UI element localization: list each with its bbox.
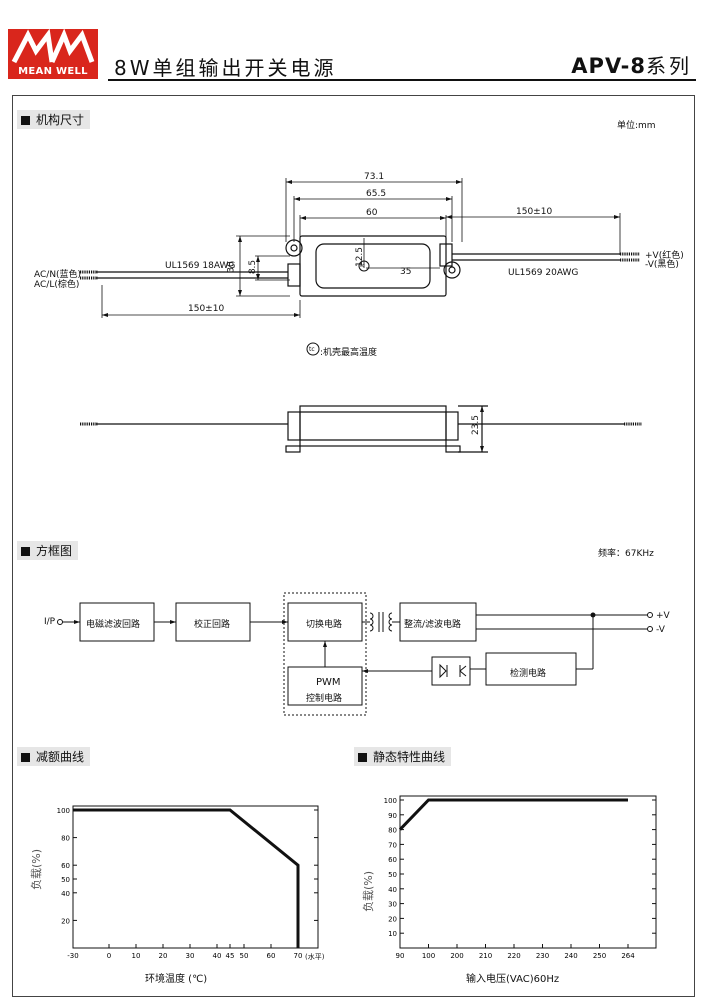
x-tick-label: 20 <box>159 952 168 960</box>
section-derating-title: 减额曲线 <box>36 750 85 764</box>
x-tick-label: 70 <box>294 952 303 960</box>
y-tick-label: 60 <box>388 856 397 864</box>
section-static-title: 静态特性曲线 <box>373 750 446 764</box>
x-tick-label: 60 <box>267 952 276 960</box>
bullet-square-icon <box>21 753 30 762</box>
x-tick-label: 210 <box>479 952 492 960</box>
block-pwm-sub: 控制电路 <box>306 694 343 704</box>
x-tick-label: 50 <box>240 952 249 960</box>
block-vminus: -V <box>656 625 665 635</box>
tc-note: :机壳最高温度 <box>320 348 378 358</box>
acn-label: AC/N(蓝色) <box>34 270 82 280</box>
x-tick-label: -30 <box>67 952 78 960</box>
derating-chart: -30 0 10 20 30 40 45 50 60 70 20 40 50 60 80 100 <box>57 805 319 960</box>
x-tick-label: 45 <box>226 952 235 960</box>
y-tick-label: 50 <box>388 871 397 879</box>
y-tick-label: 70 <box>388 841 397 849</box>
y-tick-label: 80 <box>61 835 70 843</box>
y-tick-label: 100 <box>384 797 397 805</box>
y-tick-label: 50 <box>61 876 70 884</box>
section-mechanical-title: 机构尺寸 <box>36 113 85 127</box>
section-derating: 减额曲线 <box>17 747 91 766</box>
dim-mount: 65.5 <box>366 189 387 199</box>
x-tick-label: 240 <box>564 952 577 960</box>
mechanical-drawing <box>80 178 642 453</box>
block-rect: 整流/滤波电路 <box>404 620 462 630</box>
y-tick-label: 40 <box>61 890 70 898</box>
acl-label: AC/L(棕色) <box>34 280 80 290</box>
header-rule <box>108 79 696 81</box>
brand-text: MEAN WELL <box>18 66 88 77</box>
dim-side-height: 23.5 <box>471 414 482 436</box>
x-tick-label: 90 <box>396 952 405 960</box>
y-tick-label: 20 <box>388 915 397 923</box>
x-tick-label: 10 <box>132 952 141 960</box>
derating-ylabel: 负载(%) <box>30 848 43 890</box>
unit-label: 单位:mm <box>617 121 656 131</box>
x-tick-label: 220 <box>507 952 520 960</box>
mw-logo-icon <box>11 29 95 64</box>
frequency-label: 频率：67KHz <box>598 549 654 559</box>
dim-in-lead: 150±10 <box>188 304 225 314</box>
x-tick-label: 230 <box>536 952 549 960</box>
block-switch: 切换电路 <box>306 620 343 630</box>
block-vplus: +V <box>656 611 670 621</box>
x-tick-label: 0 <box>107 952 111 960</box>
block-pfc: 校正回路 <box>194 620 231 630</box>
section-mechanical: 机构尺寸 <box>17 110 91 129</box>
block-pwm: PWM <box>316 677 341 688</box>
y-tick-label: 100 <box>57 807 70 815</box>
y-tick-label: 20 <box>61 917 70 925</box>
input-wire-awg: UL1569 18AWG <box>165 261 236 271</box>
section-block: 方框图 <box>17 541 79 560</box>
dim-height2: 8.5 <box>248 259 259 275</box>
tc-symbol-top: tc <box>360 263 365 269</box>
y-tick-label: 90 <box>388 812 397 820</box>
ip-label: I/P <box>44 617 56 627</box>
section-static: 静态特性曲线 <box>354 747 452 766</box>
y-tick-label: 30 <box>388 901 397 909</box>
tc-symbol-note: tc <box>309 346 315 353</box>
bullet-square-icon <box>358 753 367 762</box>
derating-x-unit: (水平) <box>305 953 325 961</box>
dim-center: 35 <box>400 267 412 277</box>
meanwell-logo: MEAN WELL <box>8 29 98 79</box>
vplus-label: +V(红色) <box>645 251 684 261</box>
y-tick-label: 60 <box>61 862 70 870</box>
block-detect: 检测电路 <box>510 669 547 679</box>
dim-overall: 73.1 <box>364 172 385 182</box>
page-title: 8W单组输出开关电源 <box>114 56 337 80</box>
series-line <box>398 798 628 831</box>
dim-body: 60 <box>366 208 378 218</box>
bullet-square-icon <box>21 116 30 125</box>
model-name: APV-8 <box>571 54 646 78</box>
bullet-square-icon <box>21 547 30 556</box>
section-block-title: 方框图 <box>36 544 73 558</box>
dim-out-lead: 150±10 <box>516 207 553 217</box>
x-tick-label: 250 <box>593 952 606 960</box>
x-tick-label: 200 <box>450 952 463 960</box>
block-diagram <box>57 592 653 716</box>
block-emi: 电磁滤波回路 <box>86 620 141 630</box>
model-title: APV-8系列 <box>571 50 692 79</box>
plot-frame <box>72 805 319 949</box>
vminus-label: -V(黑色) <box>645 260 679 270</box>
static-ylabel: 负载(%) <box>362 870 375 912</box>
plot-frame <box>399 795 657 949</box>
x-tick-label: 30 <box>186 952 195 960</box>
series-line <box>73 808 300 948</box>
model-suffix: 系列 <box>646 54 692 78</box>
y-tick-label: 10 <box>388 930 397 938</box>
static-chart: 90 100 200 210 220 230 240 250 264 10 20 30 40 50 60 70… <box>384 795 657 960</box>
x-tick-label: 100 <box>422 952 435 960</box>
y-tick-label: 80 <box>388 827 397 835</box>
x-tick-label: 264 <box>621 952 635 960</box>
output-wire-awg: UL1569 20AWG <box>508 268 579 278</box>
y-tick-label: 40 <box>388 886 397 894</box>
x-tick-label: 40 <box>213 952 222 960</box>
